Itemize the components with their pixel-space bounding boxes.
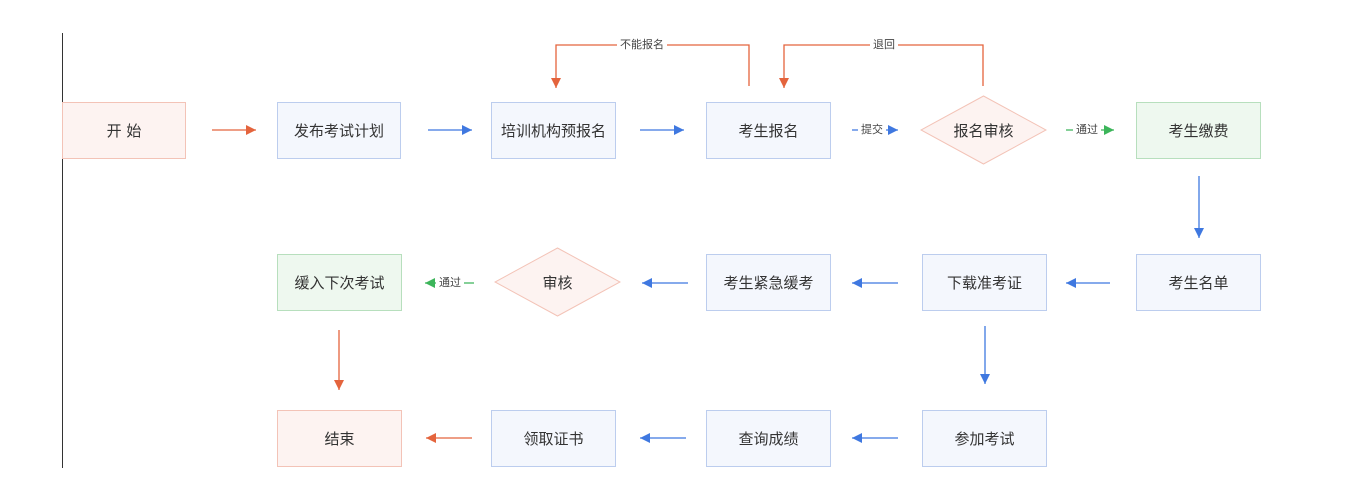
edge-label-return: 退回 (870, 38, 898, 52)
node-candidate-list[interactable]: 考生名单 (1136, 254, 1261, 311)
node-get-certificate[interactable]: 领取证书 (491, 410, 616, 467)
node-query-scores[interactable]: 查询成绩 (706, 410, 831, 467)
edge-label-cannot-register: 不能报名 (617, 38, 667, 52)
node-take-exam[interactable]: 参加考试 (922, 410, 1047, 467)
node-reg-review[interactable]: 报名审核 (920, 95, 1047, 165)
node-emergency-defer[interactable]: 考生紧急缓考 (706, 254, 831, 311)
node-end[interactable]: 结束 (277, 410, 402, 467)
diamond-label-reg-review: 报名审核 (953, 121, 1014, 140)
edge-label-pass-mid: 通过 (436, 276, 464, 290)
node-candidate-reg[interactable]: 考生报名 (706, 102, 831, 159)
edge-label-submit: 提交 (858, 123, 886, 137)
left-border-line (62, 33, 63, 468)
node-download-ticket[interactable]: 下载准考证 (922, 254, 1047, 311)
diamond-label-review: 审核 (542, 273, 573, 292)
node-publish-plan[interactable]: 发布考试计划 (277, 102, 401, 159)
diamond-shape (920, 95, 1047, 165)
node-defer-next[interactable]: 缓入下次考试 (277, 254, 402, 311)
node-candidate-payment[interactable]: 考生缴费 (1136, 102, 1261, 159)
node-start[interactable]: 开 始 (62, 102, 186, 159)
diamond-shape (494, 247, 621, 317)
edge-label-pass-top: 通过 (1073, 123, 1101, 137)
node-training-prereg[interactable]: 培训机构预报名 (491, 102, 616, 159)
node-review[interactable]: 审核 (494, 247, 621, 317)
